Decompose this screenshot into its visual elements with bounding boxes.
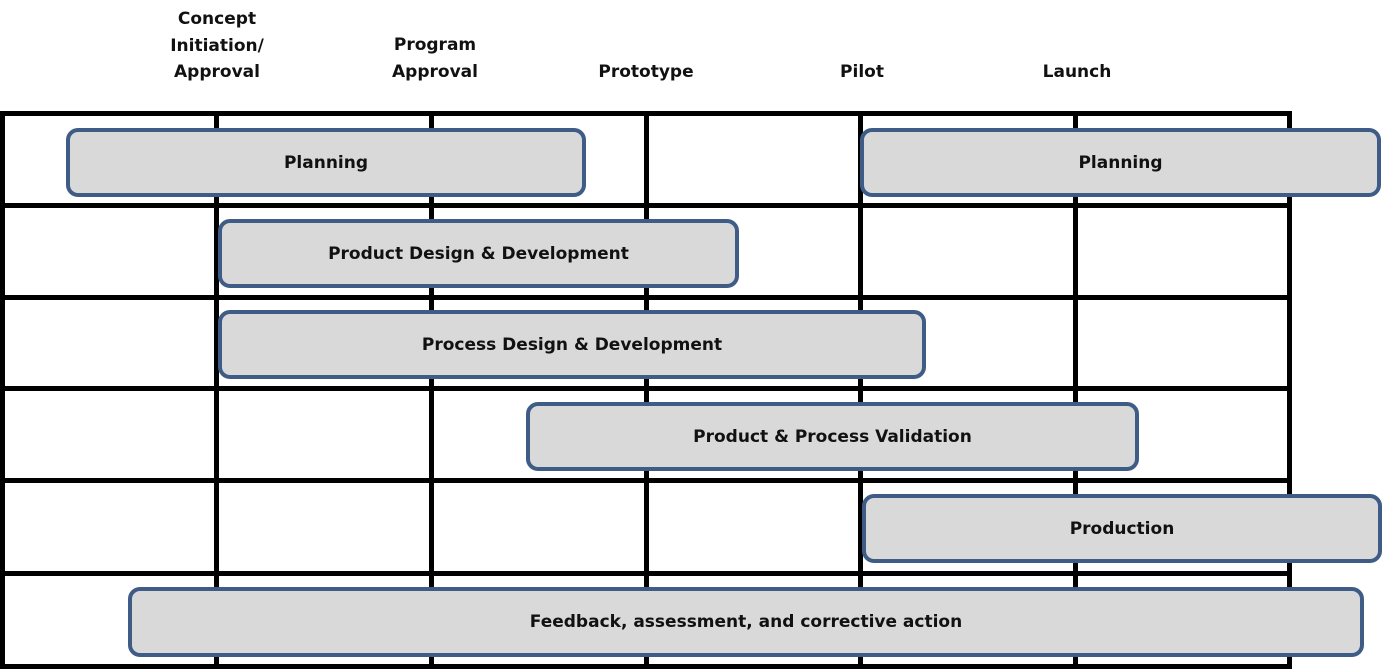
grid-hline (0, 111, 1292, 116)
activity-planning-early: Planning (66, 128, 586, 197)
activity-planning-late: Planning (860, 128, 1381, 197)
activity-production: Production (862, 494, 1382, 563)
grid-hline (0, 664, 1292, 669)
phase-header-concept: Concept Initiation/ Approval (170, 9, 264, 82)
grid-hline (0, 571, 1292, 576)
grid-hline (0, 478, 1292, 483)
activity-process-design: Process Design & Development (218, 310, 926, 379)
phase-header-program-approval: Program Approval (392, 35, 478, 82)
activity-feedback: Feedback, assessment, and corrective act… (128, 587, 1364, 657)
phase-header-pilot: Pilot (840, 62, 884, 82)
activity-product-design: Product Design & Development (218, 219, 739, 288)
grid-hline (0, 203, 1292, 208)
grid-hline (0, 386, 1292, 391)
phase-header-launch: Launch (1042, 62, 1112, 82)
activity-validation: Product & Process Validation (526, 402, 1139, 471)
grid-hline (0, 295, 1292, 300)
phase-header-prototype: Prototype (598, 62, 694, 82)
